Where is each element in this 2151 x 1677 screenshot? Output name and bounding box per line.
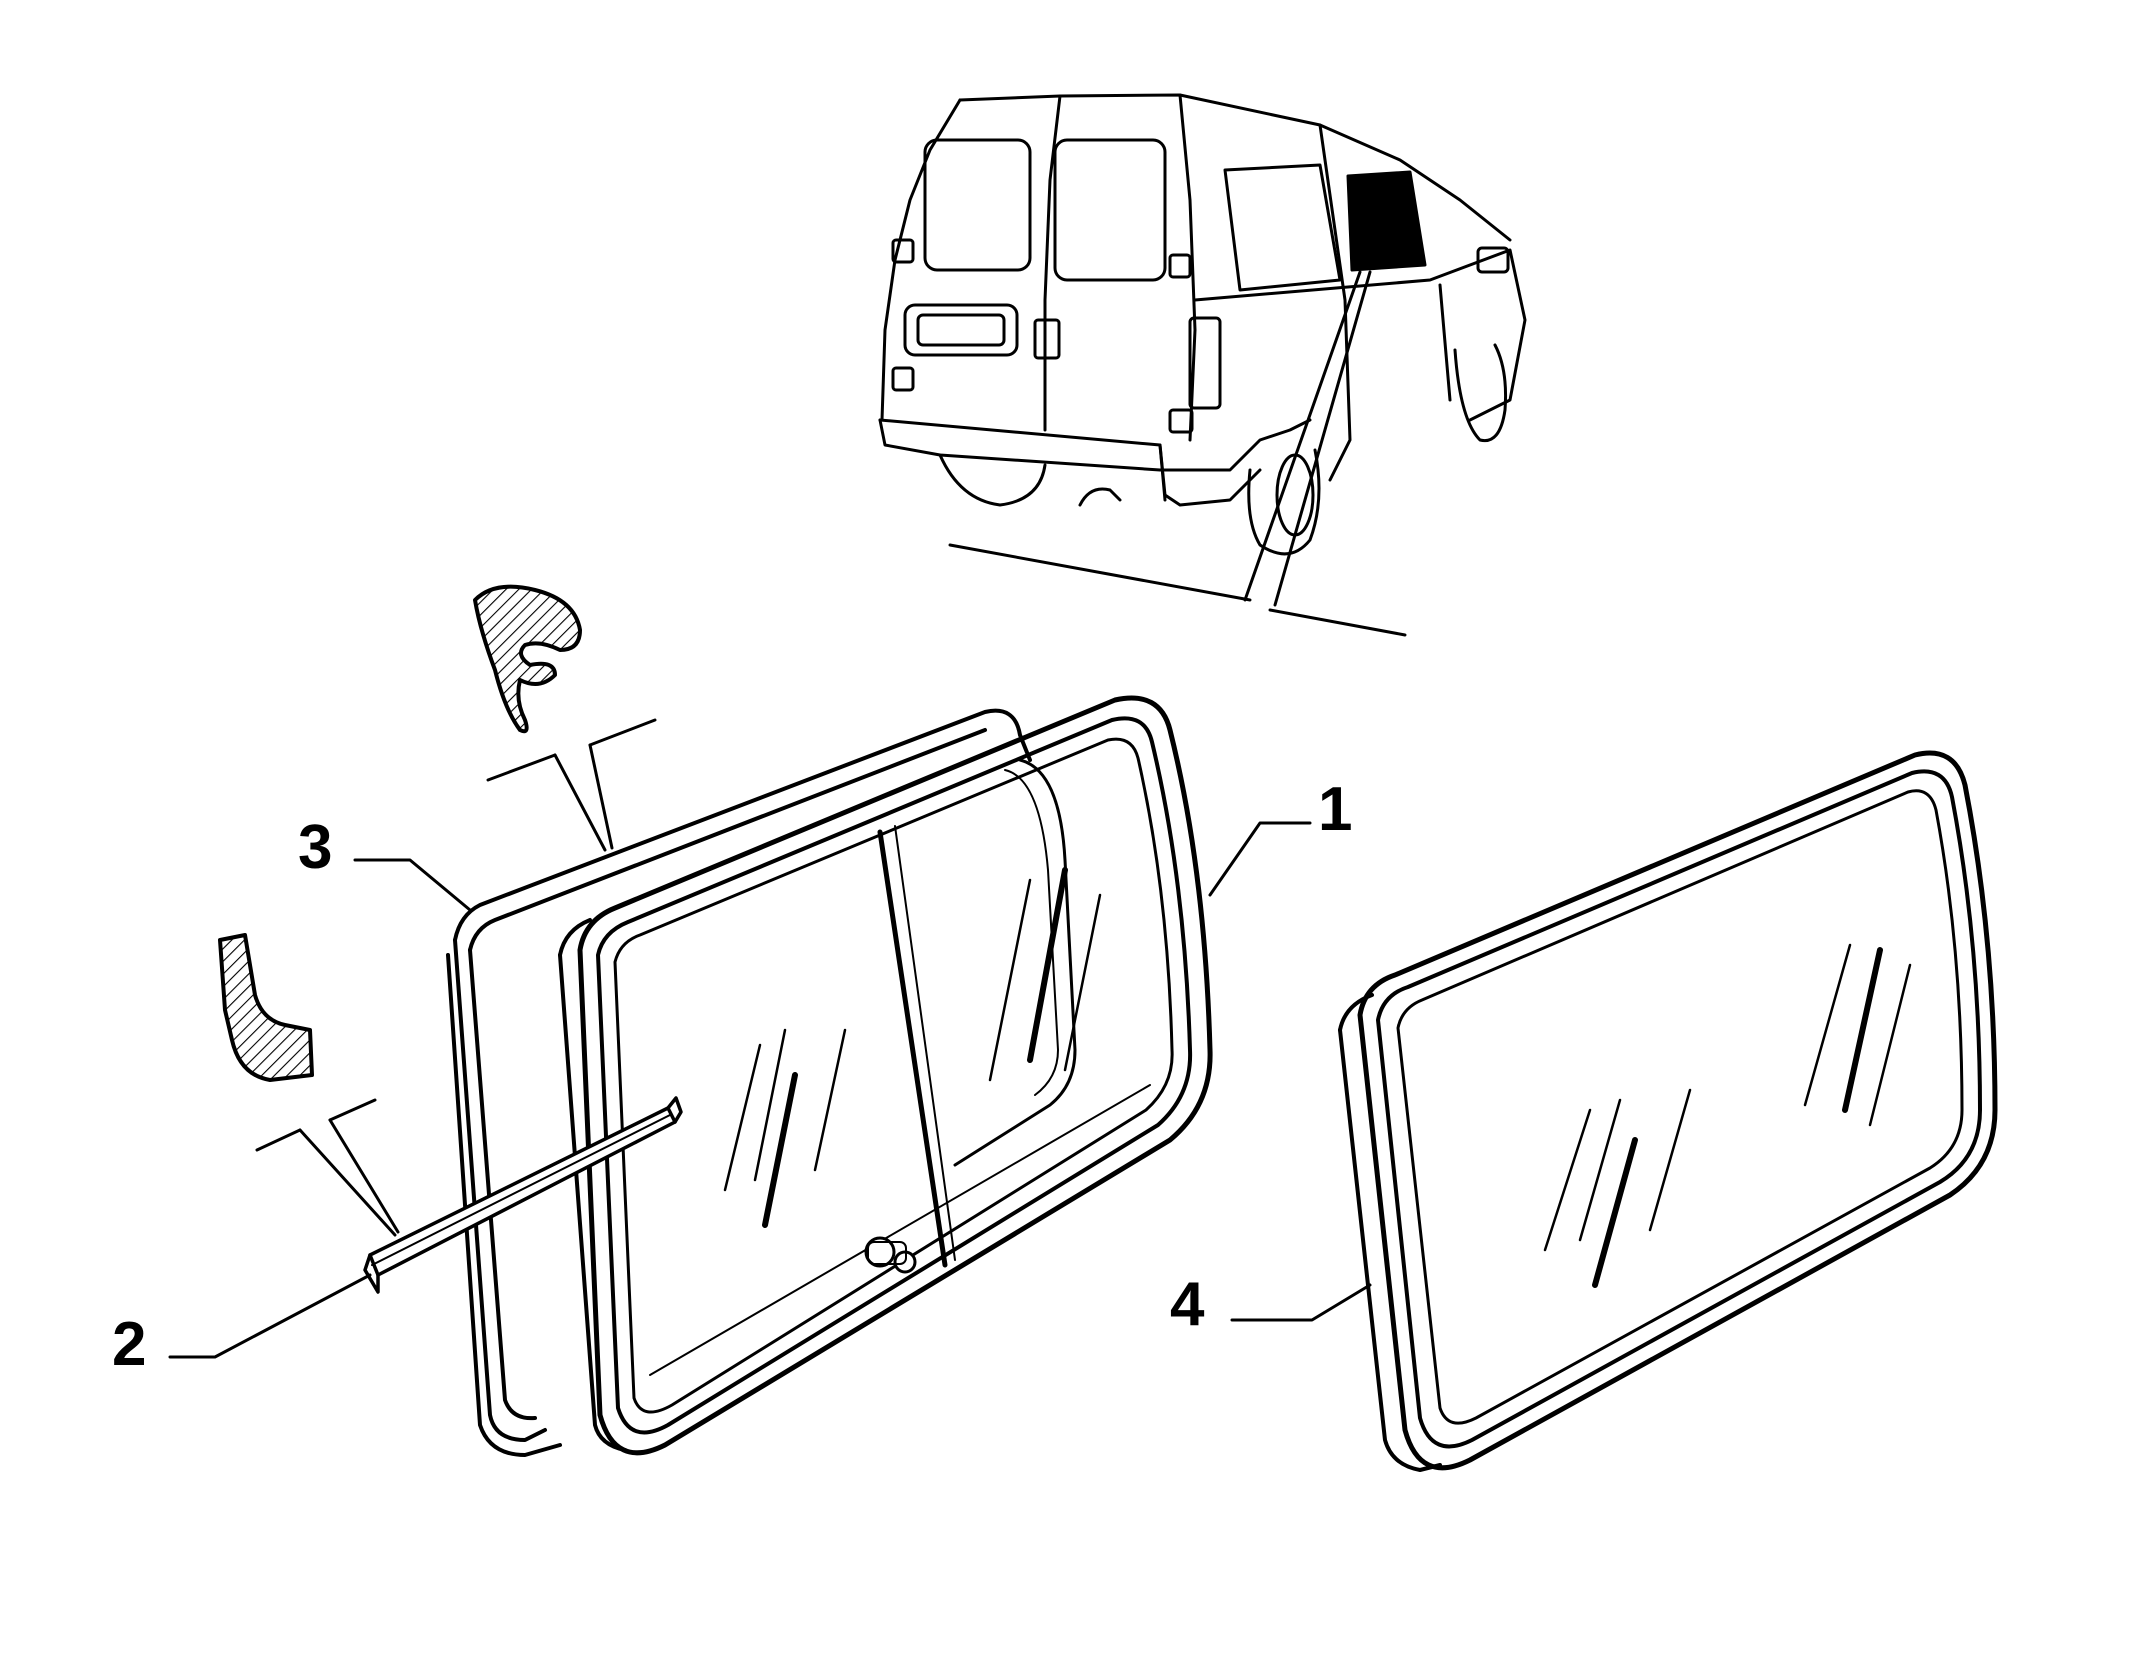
callout-leaders <box>168 821 1372 1359</box>
part-1-sliding-window <box>558 695 1213 1456</box>
latch-knob-icon <box>864 1236 917 1274</box>
part-3-seal-frame <box>446 708 1032 1457</box>
side-mirror <box>1476 246 1510 274</box>
van-illustration <box>878 93 1527 637</box>
rear-right-window <box>1053 138 1167 282</box>
part-4-fixed-window <box>1338 750 1998 1472</box>
leader-2 <box>168 1273 372 1359</box>
sliding-window-highlight-icon <box>1346 170 1427 272</box>
part-2-guide-rail <box>363 1096 683 1294</box>
glass-reflection-lines <box>723 867 1102 1228</box>
license-plate-recess <box>903 303 1019 357</box>
rear-left-window <box>923 138 1032 272</box>
rail-profile-section-icon <box>218 933 400 1237</box>
leader-3 <box>353 858 472 912</box>
front-wheel <box>1453 343 1508 443</box>
callout-2: 2 <box>112 1310 146 1379</box>
glass-reflection-lines <box>1543 943 1912 1288</box>
callout-1: 1 <box>1318 775 1352 844</box>
leader-1 <box>1208 821 1312 897</box>
callout-4: 4 <box>1170 1270 1205 1339</box>
callout-3: 3 <box>298 813 332 882</box>
seal-profile-section-icon <box>473 584 657 852</box>
side-window <box>1223 163 1342 292</box>
rear-left-wheel <box>938 453 1047 507</box>
leader-4 <box>1230 1283 1372 1322</box>
